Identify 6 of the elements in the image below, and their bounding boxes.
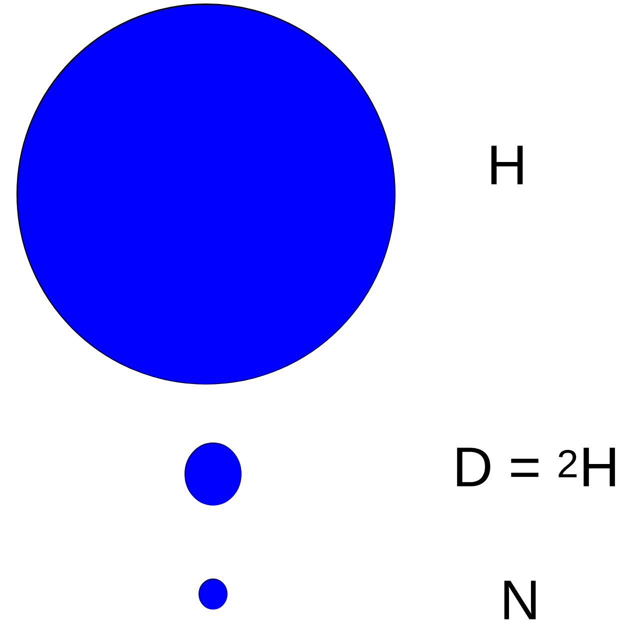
label: N xyxy=(504,580,536,620)
circle xyxy=(198,578,228,610)
label: H xyxy=(491,146,523,184)
circle xyxy=(16,4,396,384)
label: D = $^{2}$H xyxy=(457,448,615,486)
circle xyxy=(184,442,242,506)
